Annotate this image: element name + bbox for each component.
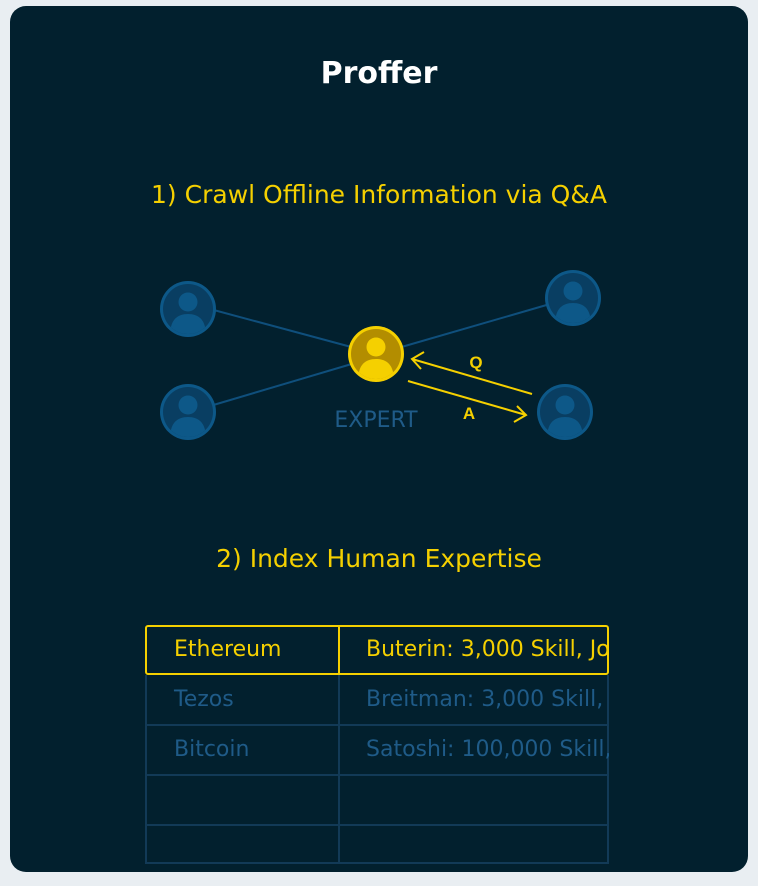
question-label: Q [469,353,482,372]
answer-arrow [407,380,528,423]
table-row: Tezos Breitman: 3,000 Skill, [145,675,609,725]
table-row [145,825,609,863]
expert-icon [348,326,404,382]
table-border-right [607,675,609,864]
user-icon [160,281,216,337]
connection-line [397,303,551,349]
step-crawl-heading: 1) Crawl Offline Information via Q&A [151,180,607,209]
experts-cell: Buterin: 3,000 Skill, Jo [366,637,609,662]
experts-cell [338,825,609,872]
table-row [145,775,609,825]
step-index-heading: 2) Index Human Expertise [216,544,542,573]
highlight-border [145,625,609,675]
table-row: Bitcoin Satoshi: 100,000 Skill, [145,725,609,775]
page-title: Proffer [320,56,438,91]
expertise-table: Ethereum Buterin: 3,000 Skill, Jo Tezos … [145,625,609,864]
table-row-divider [145,774,609,776]
user-icon [537,384,593,440]
expert-network-diagram: Q A EXPERT [160,270,601,440]
table-border-left [145,675,147,864]
table-row-divider [145,724,609,726]
user-icon [160,384,216,440]
topic-cell: Ethereum [174,637,282,662]
question-arrow [410,351,533,395]
highlight-divider [338,625,340,675]
experts-cell: Breitman: 3,000 Skill, [366,687,604,712]
experts-cell [338,775,609,825]
user-icon [545,270,601,326]
experts-cell: Satoshi: 100,000 Skill, [366,737,609,762]
topic-cell [145,775,338,825]
answer-label: A [463,404,475,423]
topic-cell [145,825,338,872]
topic-cell: Tezos [174,687,234,712]
table-row-divider [145,824,609,826]
connection-line [209,308,356,349]
proffer-card: Proffer 1) Crawl Offline Information via… [10,6,748,872]
connection-line [209,362,356,407]
topic-cell: Bitcoin [174,737,250,762]
expert-label: EXPERT [334,408,418,433]
table-column-divider [338,675,340,864]
table-row: Ethereum Buterin: 3,000 Skill, Jo [145,625,609,675]
table-border-bottom [145,862,609,864]
